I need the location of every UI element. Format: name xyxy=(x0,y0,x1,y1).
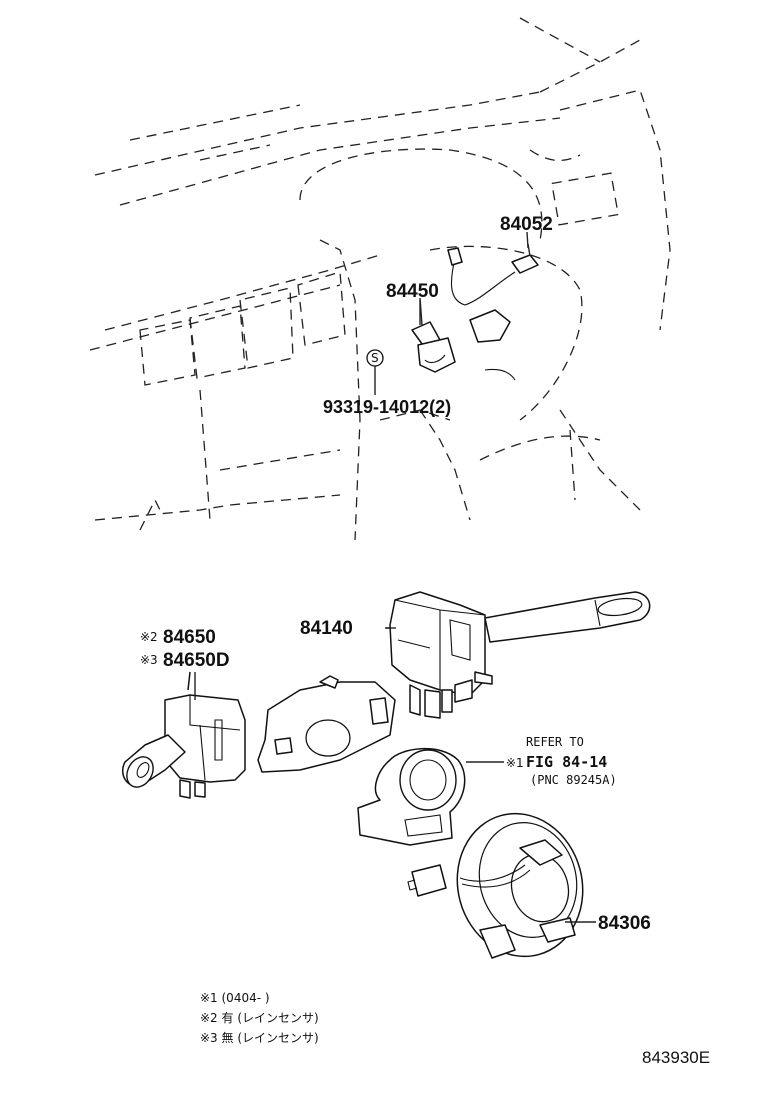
bolt-symbol-label: S xyxy=(371,351,379,365)
reference-figure: FIG 84-14 xyxy=(526,753,607,771)
part-number-93319: 93319-14012(2) xyxy=(323,397,451,417)
part-number-84306: 84306 xyxy=(598,913,651,934)
note-1: ※1 (0404- ) xyxy=(200,991,270,1005)
dashboard-outline xyxy=(89,17,671,541)
reference-label: REFER TO xyxy=(526,735,584,749)
figure-number: 843930E xyxy=(642,1048,710,1067)
part-number-84650d: 84650D xyxy=(163,650,230,671)
reference-mark-1: ※1 xyxy=(506,756,524,770)
part-number-84140: 84140 xyxy=(300,618,353,639)
spiral-cable xyxy=(357,748,466,846)
leader-lines xyxy=(386,231,596,923)
mark-3: ※3 xyxy=(140,653,158,667)
clock-spring-84306 xyxy=(407,812,584,959)
bolt-symbol xyxy=(366,349,384,395)
sensor-84052 xyxy=(447,243,539,306)
note-2: ※2 有 (レインセンサ) xyxy=(200,1011,319,1025)
column-cover-bracket xyxy=(257,675,396,773)
combination-switch-84140 xyxy=(385,591,651,719)
part-number-84450: 84450 xyxy=(386,281,439,302)
wiper-switch-84650 xyxy=(121,671,246,799)
mark-2: ※2 xyxy=(140,630,158,644)
note-3: ※3 無 (レインセンサ) xyxy=(200,1030,319,1045)
switch-84450 xyxy=(411,300,516,381)
part-number-84650: 84650 xyxy=(163,627,216,648)
reference-pnc: (PNC 89245A) xyxy=(530,773,617,787)
part-number-84052: 84052 xyxy=(500,214,553,235)
